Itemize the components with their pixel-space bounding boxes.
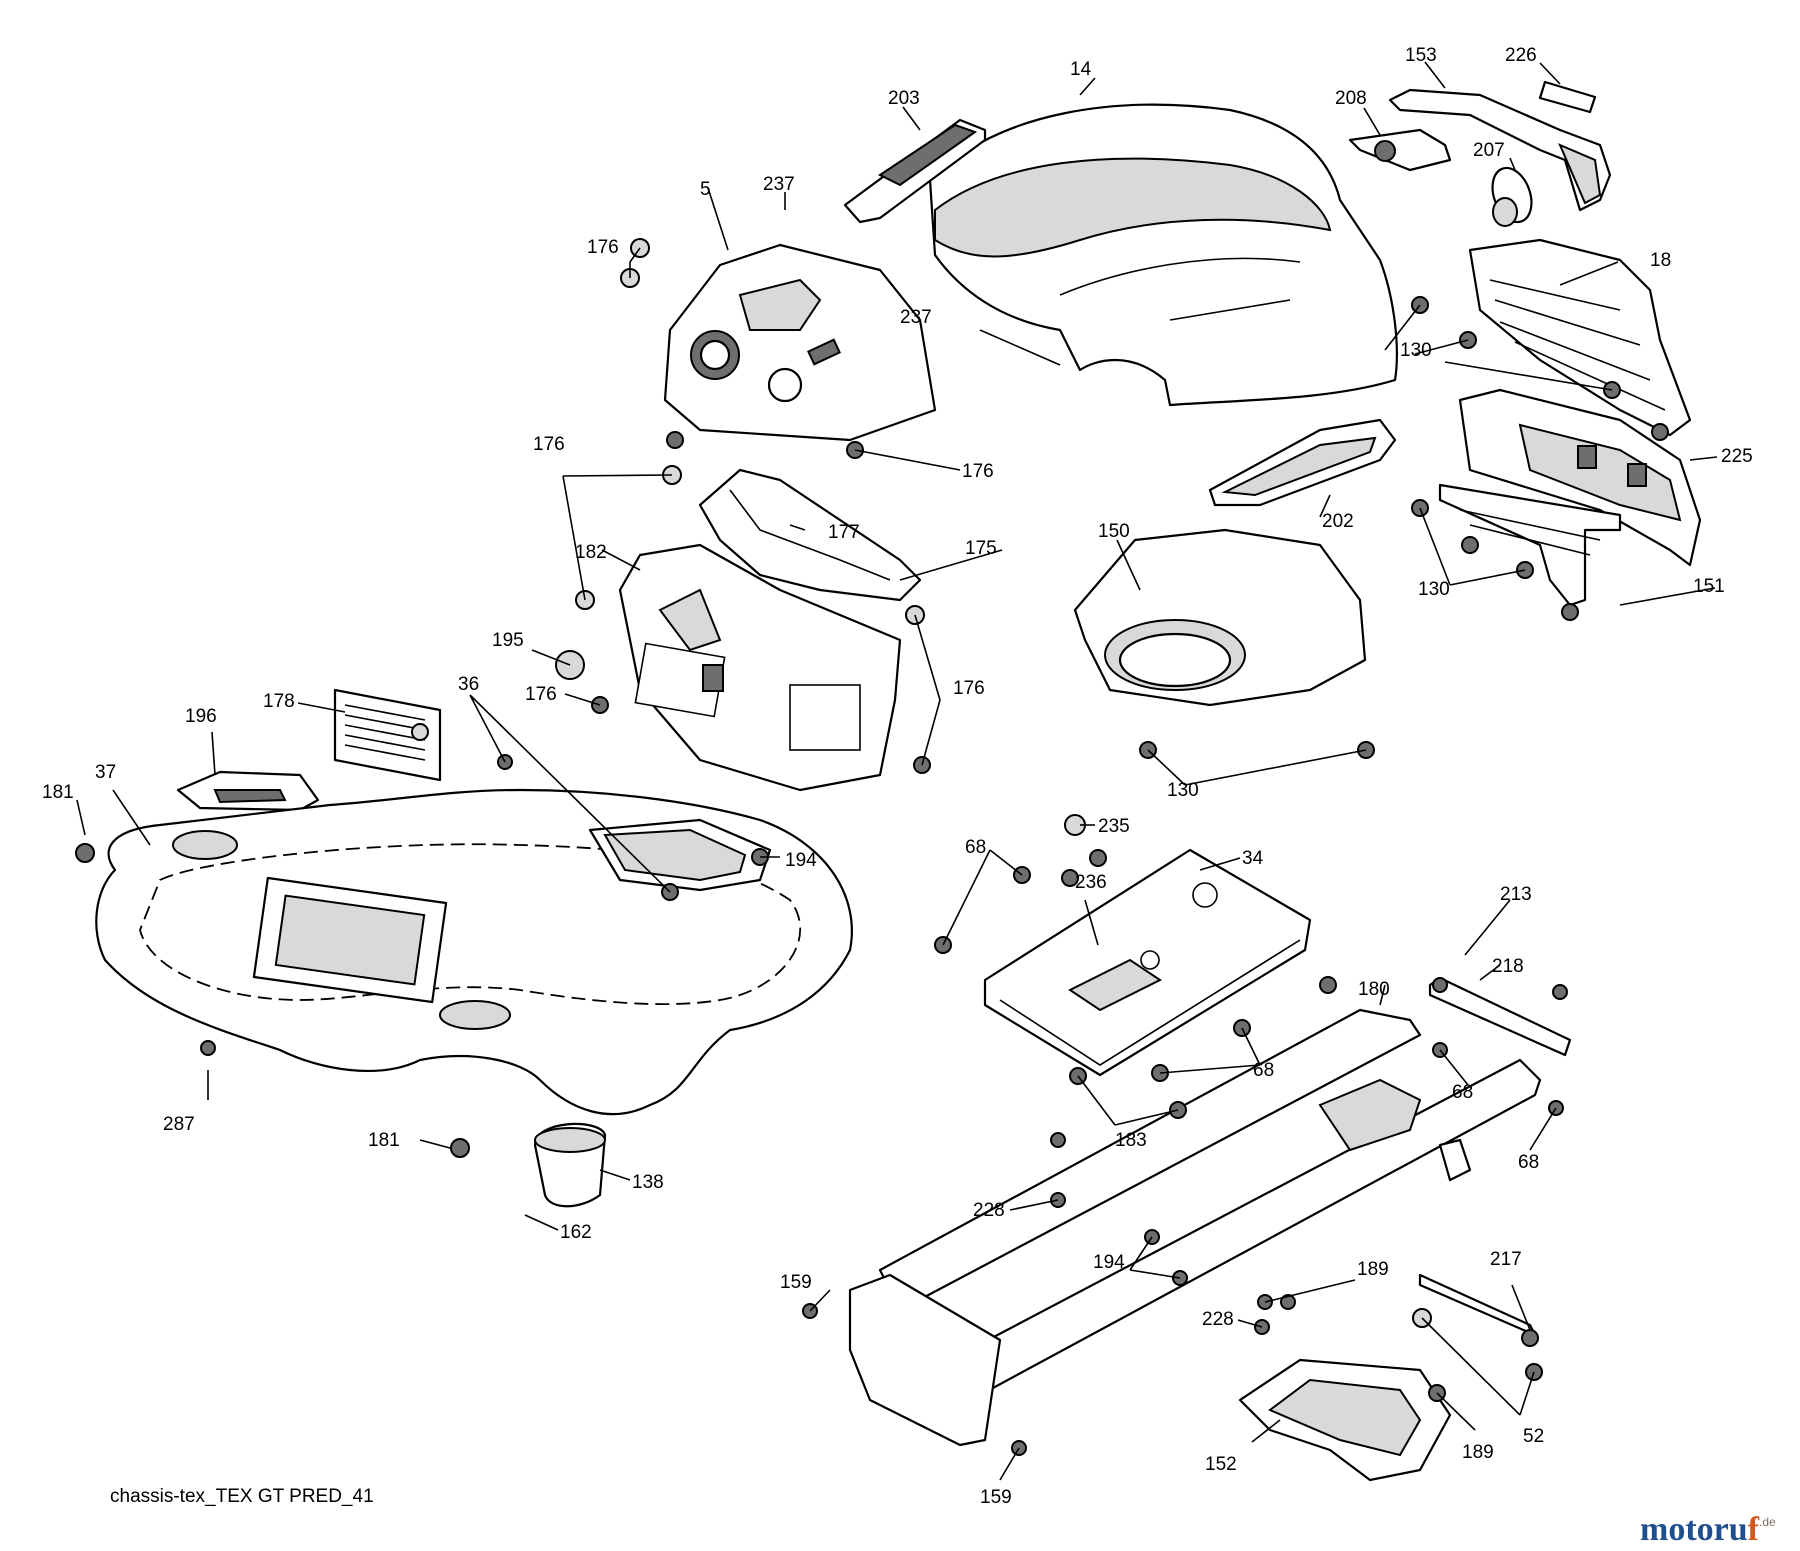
callout-159-b: 159 <box>980 1487 1012 1508</box>
callout-150: 150 <box>1098 521 1130 542</box>
callout-217: 217 <box>1490 1249 1522 1270</box>
callout-195: 195 <box>492 630 524 651</box>
callout-181-a: 181 <box>42 782 74 803</box>
bar-part-218 <box>1428 976 1572 1057</box>
callout-176-c: 176 <box>962 461 994 482</box>
callout-159-a: 159 <box>780 1272 812 1293</box>
trim-part-226 <box>1538 80 1597 114</box>
well-part-138 <box>533 1122 607 1208</box>
brand-main: motoru <box>1640 1511 1748 1548</box>
callout-225: 225 <box>1721 446 1753 467</box>
callout-176-b: 176 <box>533 434 565 455</box>
callout-181-b: 181 <box>368 1130 400 1151</box>
trim-part-153 <box>1388 88 1612 212</box>
brand-logo: motoruf.de <box>1640 1511 1776 1548</box>
callout-52: 52 <box>1523 1426 1544 1447</box>
bracket-part-217 <box>1418 1273 1537 1337</box>
callouts: 14 153 226 203 208 207 237 5 176 237 18 … <box>42 45 1753 1508</box>
callout-237-a: 237 <box>763 174 795 195</box>
panel-part-34 <box>983 848 1312 1077</box>
callout-203: 203 <box>888 88 920 109</box>
callout-18: 18 <box>1650 250 1671 271</box>
callout-130-b: 130 <box>1418 579 1450 600</box>
callout-235: 235 <box>1098 816 1130 837</box>
bezel-part-196 <box>176 770 320 812</box>
callout-177: 177 <box>828 522 860 543</box>
callout-189-a: 189 <box>1357 1259 1389 1280</box>
frame-part-180 <box>848 1008 1542 1447</box>
callout-287: 287 <box>163 1114 195 1135</box>
callout-226: 226 <box>1505 45 1537 66</box>
callout-152: 152 <box>1205 1454 1237 1475</box>
footrest-part-37 <box>95 788 853 1116</box>
diagram-caption: chassis-tex_TEX GT PRED_41 <box>110 1486 374 1507</box>
shroud-part-202 <box>1208 418 1397 507</box>
callout-213: 213 <box>1500 884 1532 905</box>
brand-accent: f <box>1748 1511 1760 1548</box>
callout-207: 207 <box>1473 140 1505 161</box>
brand-suffix: .de <box>1759 1515 1776 1529</box>
callout-68-d: 68 <box>1518 1152 1539 1173</box>
callout-208: 208 <box>1335 88 1367 109</box>
callout-218: 218 <box>1492 956 1524 977</box>
callout-175: 175 <box>965 538 997 559</box>
callout-151: 151 <box>1693 576 1725 597</box>
callout-5: 5 <box>700 179 711 200</box>
callout-130-a: 130 <box>1400 340 1432 361</box>
dash-part-203 <box>843 118 987 224</box>
callout-176-a: 176 <box>587 237 619 258</box>
callout-176-e: 176 <box>953 678 985 699</box>
lens-part-207 <box>1491 166 1533 227</box>
callout-176-d: 176 <box>525 684 557 705</box>
callout-130-c: 130 <box>1167 780 1199 801</box>
callout-178: 178 <box>263 691 295 712</box>
callout-14: 14 <box>1070 59 1092 80</box>
callout-202: 202 <box>1322 511 1354 532</box>
callout-183: 183 <box>1115 1130 1147 1151</box>
hood-part-14 <box>928 103 1398 407</box>
callout-153: 153 <box>1405 45 1437 66</box>
callout-237-b: 237 <box>900 307 932 328</box>
callout-162: 162 <box>560 1222 592 1243</box>
leader-lines <box>76 61 1718 1481</box>
headlight-part-208 <box>1348 128 1452 172</box>
pan-part-152 <box>1238 1358 1452 1482</box>
callout-228-a: 228 <box>973 1200 1005 1221</box>
bracket-part-151 <box>1438 483 1622 607</box>
callout-196: 196 <box>185 706 217 727</box>
callout-236: 236 <box>1075 872 1107 893</box>
callout-189-b: 189 <box>1462 1442 1494 1463</box>
callout-36: 36 <box>458 674 479 695</box>
callout-182: 182 <box>575 542 607 563</box>
support-part-175 <box>698 468 922 602</box>
callout-34: 34 <box>1242 848 1264 869</box>
grille-part-18 <box>1468 238 1692 437</box>
callout-138: 138 <box>632 1172 664 1193</box>
callout-194-a: 194 <box>785 850 817 871</box>
fender-pan-part-150 <box>1073 528 1367 707</box>
callout-68-b: 68 <box>1253 1060 1274 1081</box>
vent-part-178 <box>333 688 442 782</box>
bumper-part-225 <box>1458 388 1702 567</box>
callout-194-b: 194 <box>1093 1252 1125 1273</box>
callout-180: 180 <box>1358 979 1390 1000</box>
dash-part-5 <box>663 243 937 442</box>
callout-68-c: 68 <box>1452 1082 1473 1103</box>
callout-68-a: 68 <box>965 837 986 858</box>
dash-body-part-182 <box>618 543 902 792</box>
callout-37: 37 <box>95 762 116 783</box>
callout-228-b: 228 <box>1202 1309 1234 1330</box>
